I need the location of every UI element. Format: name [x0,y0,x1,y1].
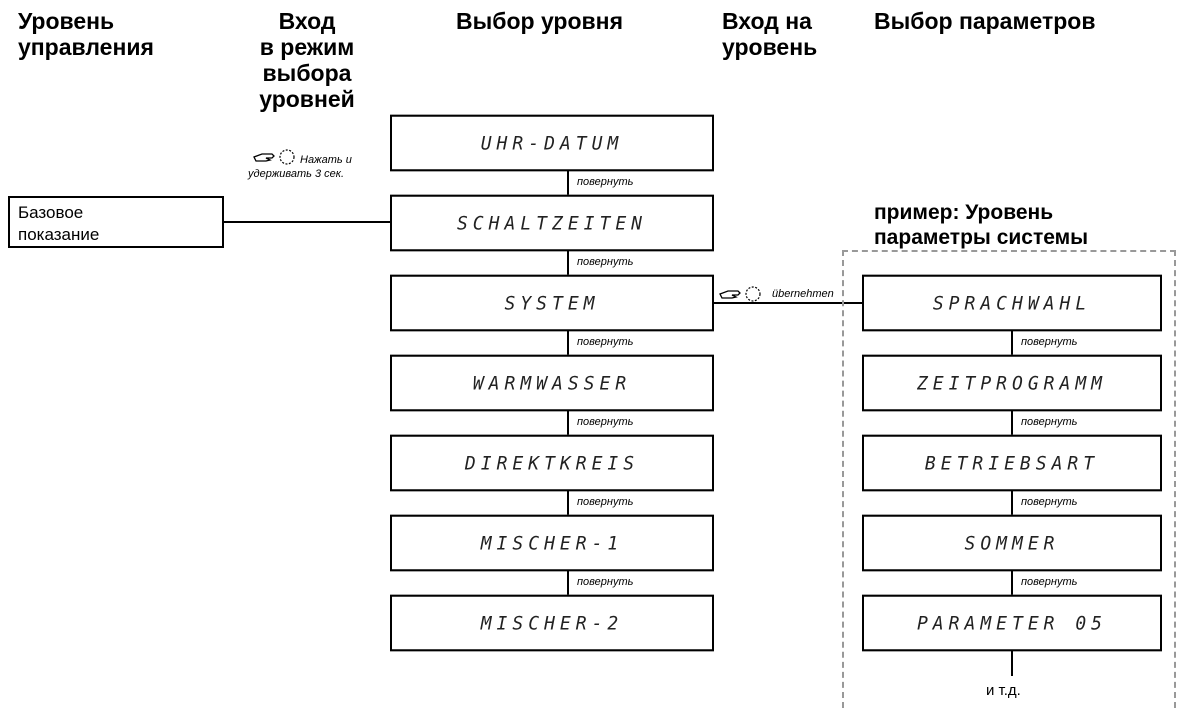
press-hint-line2: удерживать 3 сек. [248,168,345,180]
connector-line [567,330,569,356]
level-box: MISCHER-2 [390,594,714,652]
level-box: DIREKTKREIS [390,434,714,492]
accept-hint: übernehmen [772,288,834,300]
rotate-label: повернуть [577,576,634,588]
param-box: BETRIEBSART [862,434,1162,492]
connector-line [1011,330,1013,356]
example-frame [842,250,1176,708]
level-box: MISCHER-1 [390,514,714,572]
connector-line [567,490,569,516]
header-level-select: Выбор уровня [456,8,623,34]
hand-knob-icon [719,286,761,302]
etc-label: и т.д. [986,682,1021,699]
header-enter-level: Вход на уровень [722,8,818,60]
rotate-label: повернуть [577,416,634,428]
param-box: PARAMETER 05 [862,594,1162,652]
connector-more [1011,650,1013,676]
connector-line [567,570,569,596]
connector-system-to-params [712,302,864,304]
rotate-label: повернуть [1021,416,1078,428]
rotate-label: повернуть [577,256,634,268]
level-box: UHR-DATUM [390,114,714,172]
press-hint-line1: Нажать и [300,154,352,166]
level-box: WARMWASSER [390,354,714,412]
header-enter-mode: Вход в режим выбора уровней [259,8,355,112]
rotate-label: повернуть [577,496,634,508]
header-control-level: Уровень управления [18,8,154,60]
base-display-box: Базовое показание [8,196,224,248]
header-param-select: Выбор параметров [874,8,1096,34]
level-box: SCHALTZEITEN [390,194,714,252]
connector-base-to-levels [224,221,392,223]
rotate-label: повернуть [1021,576,1078,588]
param-box: ZEITPROGRAMM [862,354,1162,412]
connector-line [1011,570,1013,596]
connector-line [567,170,569,196]
hand-knob-icon [253,149,295,165]
level-box: SYSTEM [390,274,714,332]
rotate-label: повернуть [1021,496,1078,508]
connector-line [567,250,569,276]
rotate-label: повернуть [577,176,634,188]
connector-line [567,410,569,436]
rotate-label: повернуть [1021,336,1078,348]
rotate-label: повернуть [577,336,634,348]
connector-line [1011,410,1013,436]
connector-line [1011,490,1013,516]
param-box: SPRACHWAHL [862,274,1162,332]
param-box: SOMMER [862,514,1162,572]
example-title: пример: Уровень параметры системы [874,201,1089,249]
